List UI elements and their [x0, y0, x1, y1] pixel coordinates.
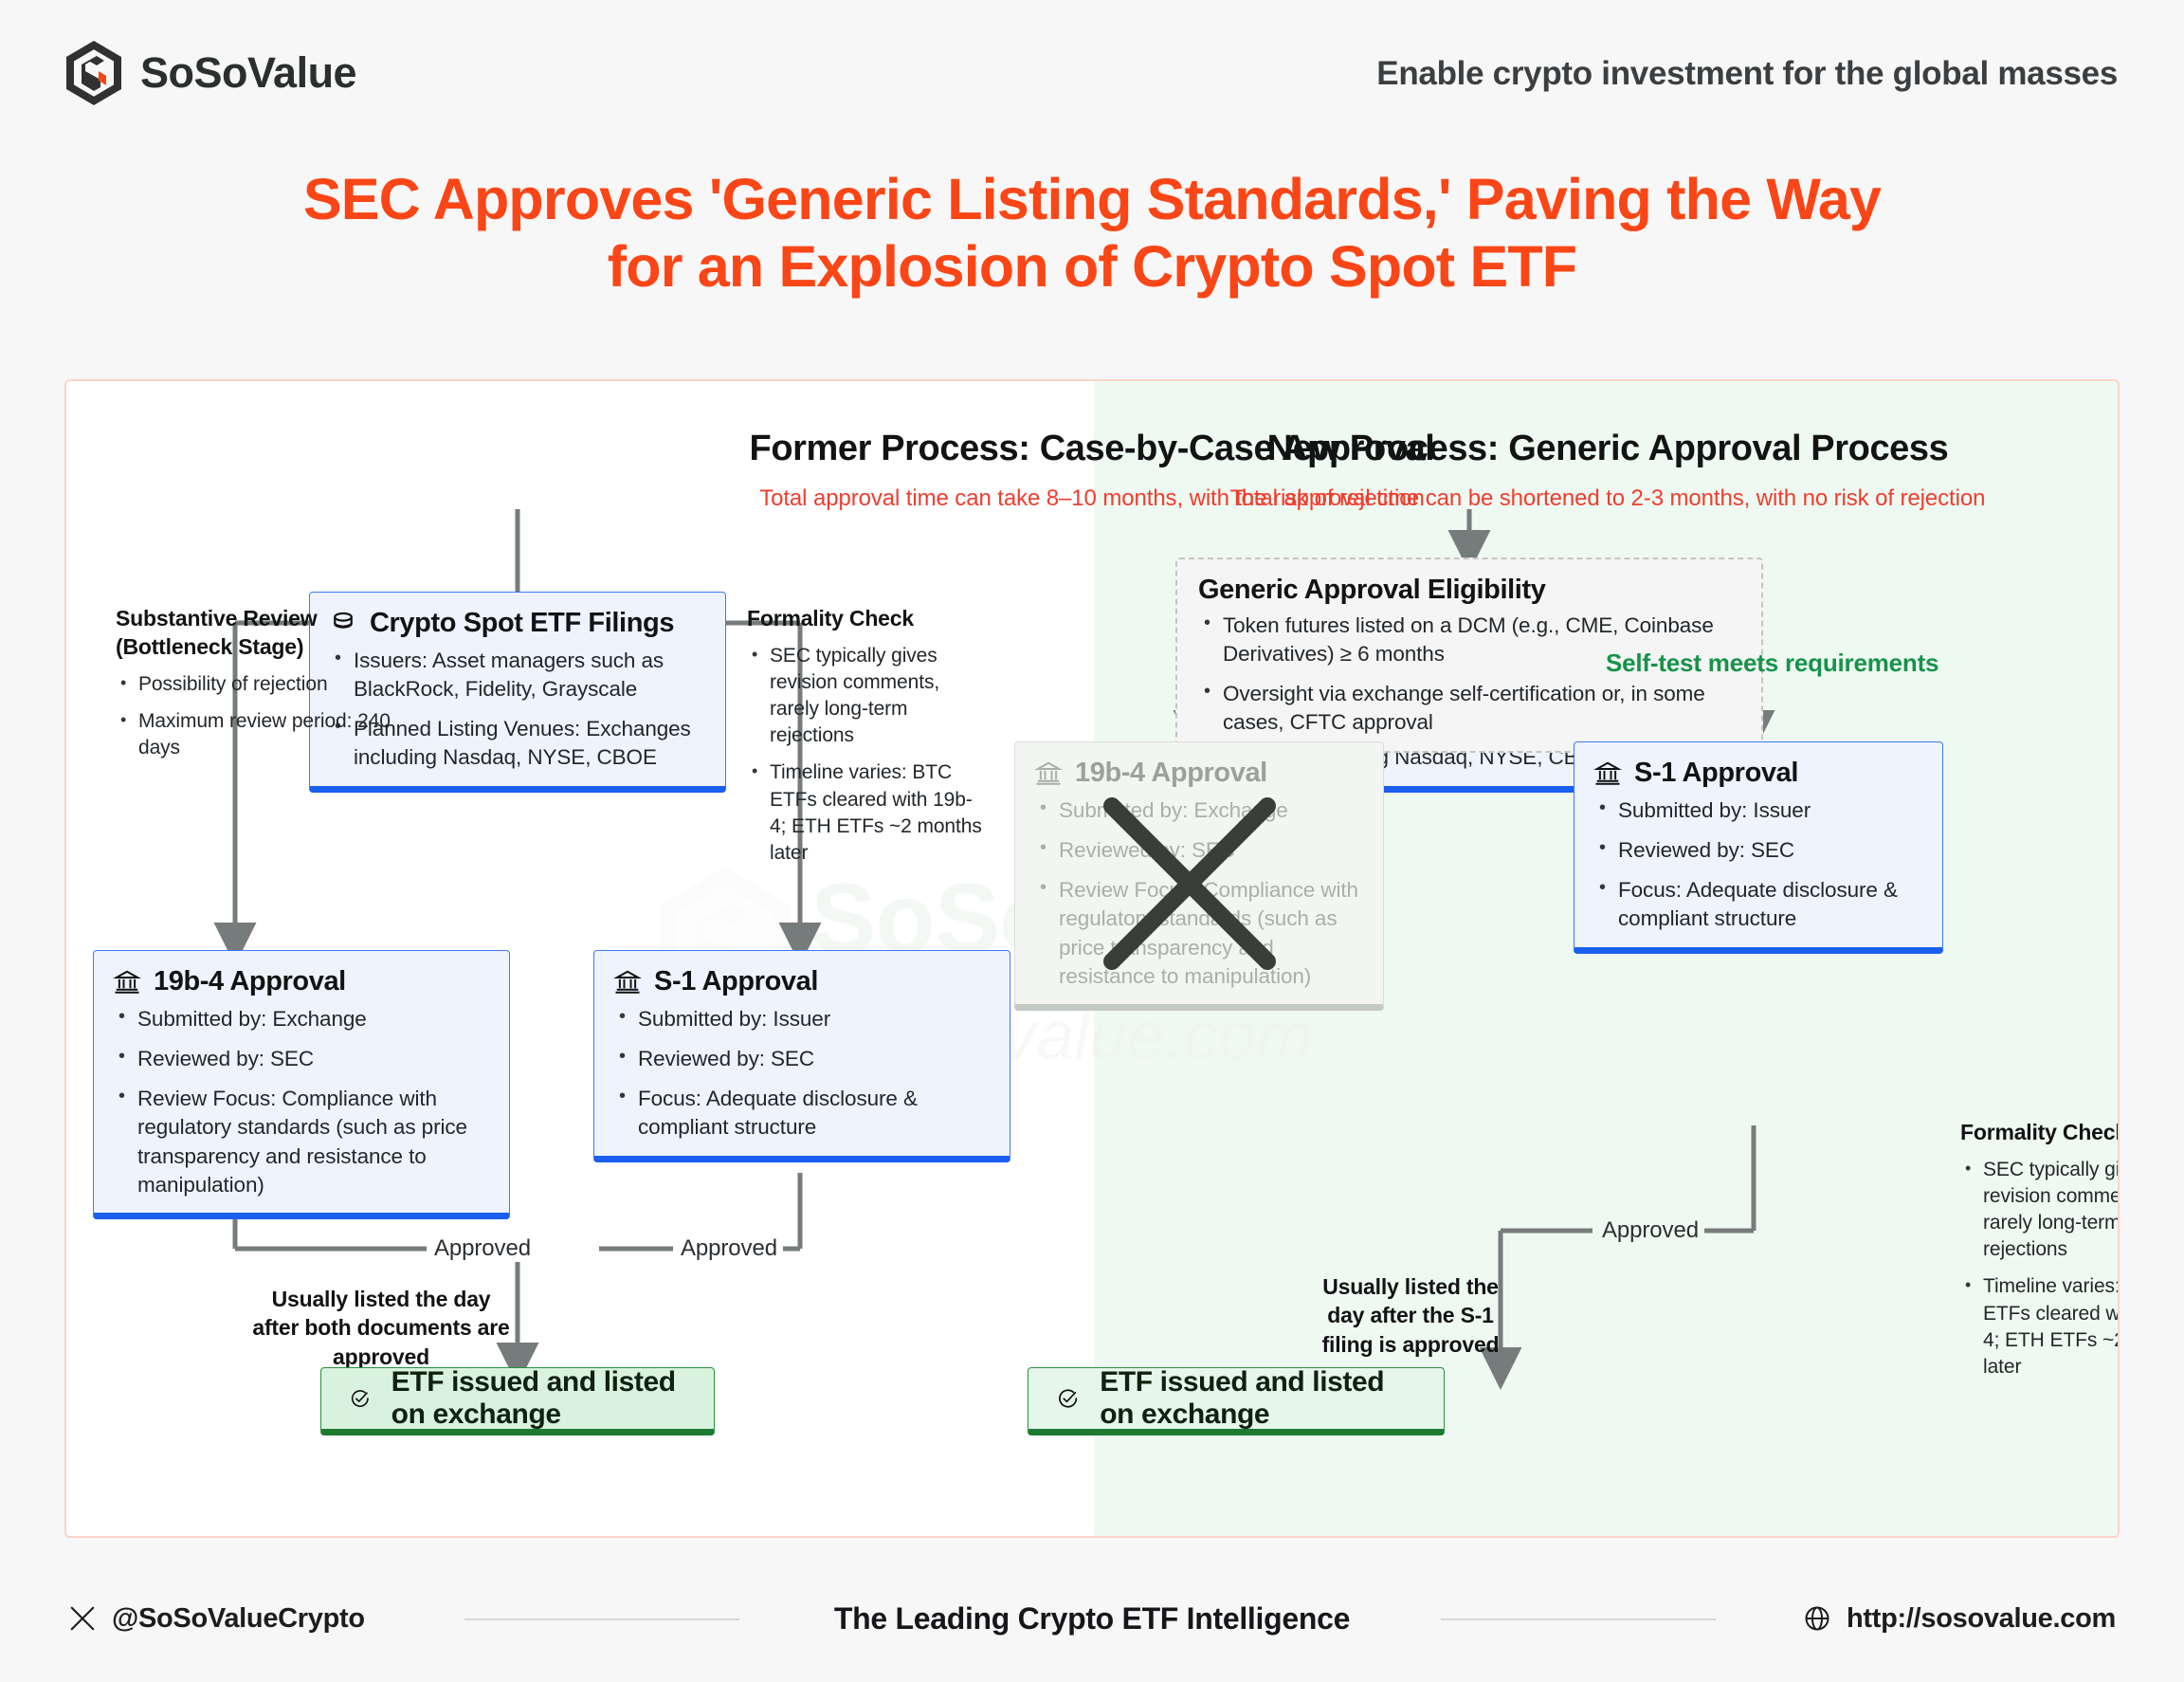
left-19b4-approval-card[interactable]: 19b-4 Approval Submitted by: Exchange Re…	[93, 950, 510, 1219]
check-circle-icon	[1059, 1389, 1078, 1408]
left-edge-label-approved-2: Approved	[675, 1235, 783, 1262]
annotation-bullets: SEC typically gives revision comments, r…	[747, 643, 984, 867]
card-title: S-1 Approval	[1634, 758, 1798, 788]
bank-icon	[1593, 761, 1622, 785]
page-title-line2: for an Explosion of Crypto Spot ETF	[607, 233, 1577, 299]
list-item: Possibility of rejection	[116, 671, 400, 698]
card-title: 19b-4 Approval	[154, 966, 346, 996]
list-item: Reviewed by: SEC	[113, 1044, 490, 1073]
x-twitter-icon	[70, 1606, 95, 1631]
list-item: Submitted by: Issuer	[613, 1004, 991, 1033]
annotation-title: Substantive Review (Bottleneck Stage)	[116, 605, 400, 662]
list-item: Review Focus: Compliance with regulatory…	[1034, 875, 1364, 991]
card-header: 19b-4 Approval	[1034, 758, 1364, 789]
footer-social[interactable]: @SoSoValueCrypto	[68, 1603, 365, 1635]
list-item: Token futures listed on a DCM (e.g., CME…	[1198, 611, 1740, 668]
list-item: Focus: Adequate disclosure & compliant s…	[613, 1084, 991, 1142]
right-listing-note: Usually listed the day after the S-1 fil…	[1321, 1274, 1500, 1357]
annotation-title-line2: (Bottleneck Stage)	[116, 633, 304, 659]
left-edge-label-approved-1: Approved	[428, 1235, 537, 1262]
left-result-box[interactable]: ETF issued and listed on exchange	[320, 1366, 715, 1435]
card-bullets: Submitted by: Exchange Reviewed by: SEC …	[113, 1004, 490, 1199]
right-19b4-approval-card-disabled: 19b-4 Approval Submitted by: Exchange Re…	[1014, 741, 1384, 1011]
check-circle-icon	[351, 1390, 369, 1407]
substantive-review-annotation: Substantive Review (Bottleneck Stage) Po…	[116, 605, 400, 772]
result-label: ETF issued and listed on exchange	[391, 1366, 676, 1430]
bank-icon	[1034, 761, 1063, 785]
brand-name: SoSoValue	[140, 48, 357, 97]
right-panel-heading: New Process: Generic Approval Process	[1266, 429, 1949, 468]
comparison-board: SoSoValue sosovalue.com	[64, 379, 2120, 1538]
card-title: Generic Approval Eligibility	[1198, 575, 1546, 605]
footer-center-text: The Leading Crypto ETF Intelligence	[833, 1600, 1351, 1636]
list-item: Timeline varies: BTC ETFs cleared with 1…	[1960, 1273, 2118, 1380]
annotation-title: Formality Check	[1960, 1120, 2120, 1144]
list-item: SEC typically gives revision comments, r…	[747, 643, 984, 750]
left-formality-check-annotation: Formality Check SEC typically gives revi…	[747, 605, 984, 877]
list-item: Reviewed by: SEC	[1593, 835, 1923, 865]
list-item: Review Focus: Compliance with regulatory…	[113, 1084, 490, 1199]
list-item: Oversight via exchange self-certificatio…	[1198, 679, 1740, 737]
list-item: Reviewed by: SEC	[613, 1044, 991, 1073]
footer-divider-left	[464, 1618, 739, 1620]
left-panel-heading: Former Process: Case-by-Case Approval	[749, 429, 1435, 468]
list-item: SEC typically gives revision comments, r…	[1960, 1157, 2118, 1264]
page-header: SoSoValue Enable crypto investment for t…	[0, 0, 2184, 142]
list-item: Focus: Adequate disclosure & compliant s…	[1593, 875, 1923, 933]
list-item: Timeline varies: BTC ETFs cleared with 1…	[747, 759, 984, 867]
annotation-bullets: SEC typically gives revision comments, r…	[1960, 1157, 2118, 1380]
footer-website[interactable]: http://sosovalue.com	[1803, 1603, 2116, 1635]
database-icon	[334, 612, 353, 629]
generic-approval-eligibility-card[interactable]: Generic Approval Eligibility Token futur…	[1175, 558, 1763, 753]
card-header: Crypto Spot ETF Filings	[329, 608, 706, 639]
header-tagline: Enable crypto investment for the global …	[1376, 55, 2118, 92]
right-formality-check-annotation: Formality Check SEC typically gives revi…	[1960, 1119, 2120, 1391]
globe-icon	[1805, 1606, 1829, 1631]
right-s1-approval-card[interactable]: S-1 Approval Submitted by: Issuer Review…	[1574, 741, 1943, 954]
footer-url: http://sosovalue.com	[1846, 1602, 2116, 1634]
sosovalue-logo-icon	[66, 41, 121, 105]
card-title: Crypto Spot ETF Filings	[370, 608, 675, 638]
bank-icon	[113, 970, 141, 994]
card-bullets: Submitted by: Issuer Reviewed by: SEC Fo…	[613, 1004, 991, 1143]
card-header: S-1 Approval	[1593, 758, 1923, 789]
card-bullets: Submitted by: Exchange Reviewed by: SEC …	[1034, 795, 1364, 991]
card-title: 19b-4 Approval	[1075, 758, 1267, 788]
right-panel-subheading: Total approval time can be shortened to …	[1229, 485, 1986, 511]
page-footer: @SoSoValueCrypto The Leading Crypto ETF …	[0, 1585, 2184, 1652]
card-header: S-1 Approval	[613, 966, 991, 997]
right-result-box[interactable]: ETF issued and listed on exchange	[1028, 1366, 1445, 1435]
bank-icon	[613, 970, 642, 994]
list-item: Maximum review period: 240 days	[116, 708, 400, 761]
result-label: ETF issued and listed on exchange	[1100, 1366, 1385, 1430]
right-edge-label-approved: Approved	[1596, 1217, 1704, 1244]
annotation-title-line1: Substantive Review	[116, 606, 318, 631]
brand-logo: SoSoValue	[64, 40, 357, 106]
left-s1-approval-card[interactable]: S-1 Approval Submitted by: Issuer Review…	[593, 950, 1010, 1162]
annotation-title: Formality Check	[747, 606, 914, 631]
annotation-bullets: Possibility of rejection Maximum review …	[116, 671, 400, 761]
footer-divider-right	[1441, 1618, 1716, 1620]
card-bullets: Submitted by: Issuer Reviewed by: SEC Fo…	[1593, 795, 1923, 934]
list-item: Issuers: Asset managers such as BlackRoc…	[329, 646, 706, 704]
left-listing-note: Usually listed the day after both docume…	[252, 1287, 510, 1369]
page-title-line1: SEC Approves 'Generic Listing Standards,…	[302, 167, 1882, 231]
left-panel-subheading: Total approval time can take 8–10 months…	[759, 485, 1425, 511]
list-item: Submitted by: Exchange	[113, 1004, 490, 1033]
footer-handle: @SoSoValueCrypto	[112, 1602, 365, 1634]
cross-out-icon	[1103, 797, 1276, 970]
self-test-label: Self-test meets requirements	[1606, 649, 1939, 677]
list-item: Submitted by: Issuer	[1593, 795, 1923, 825]
card-header: 19b-4 Approval	[113, 966, 490, 997]
card-title: S-1 Approval	[654, 966, 818, 996]
card-bullets: Token futures listed on a DCM (e.g., CME…	[1198, 611, 1740, 738]
page-title: SEC Approves 'Generic Listing Standards,…	[0, 166, 2184, 301]
